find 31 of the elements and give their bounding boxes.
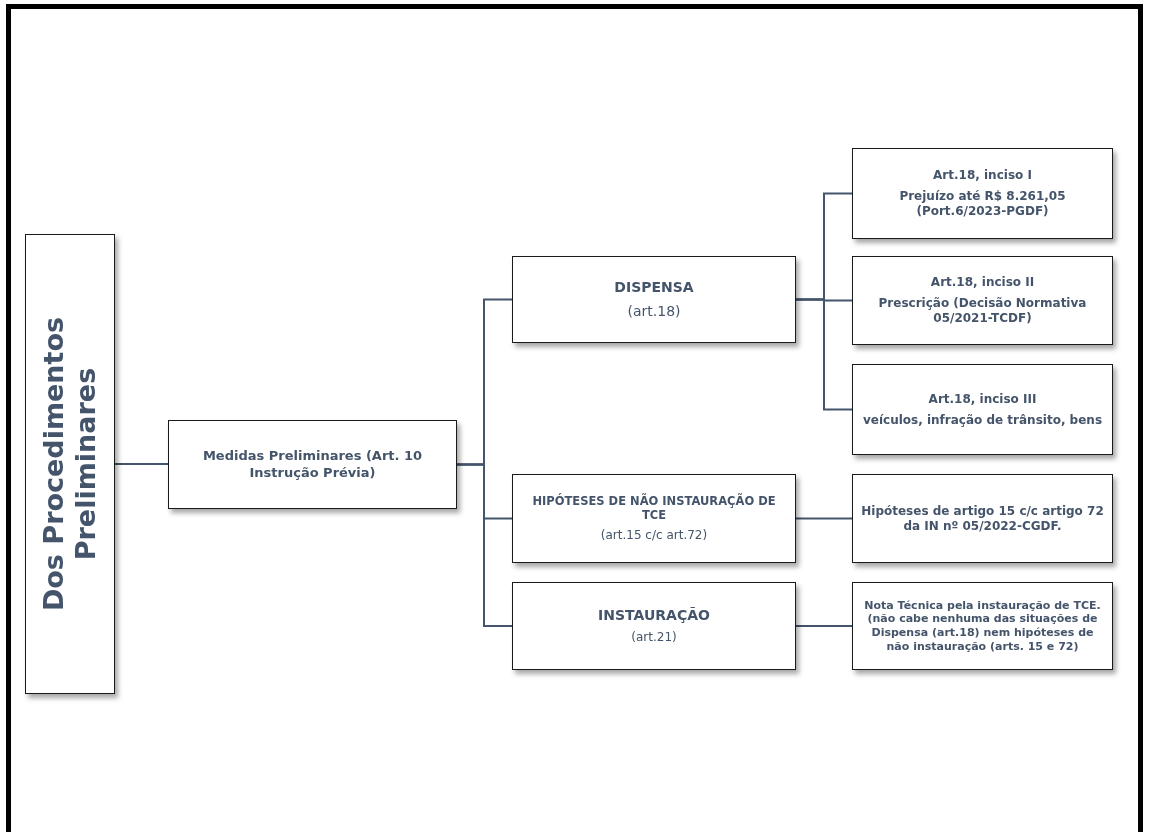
process-box	[512, 256, 796, 343]
process-box	[852, 474, 1113, 563]
box-title: Art.18, inciso II	[930, 275, 1035, 290]
box-subtitle: (art.21)	[631, 630, 677, 646]
box-title: Dos Procedimentos Preliminares	[37, 315, 102, 614]
box-title: Nota Técnica pela instauração de TCE. (não cabe nenhuma das situações de Dispensa (art.18) nem hipóteses de não instauração (arts. 15 e 72)	[863, 598, 1102, 654]
box-title: Medidas Preliminares (Art. 10 Instrução Prévia)	[201, 448, 424, 481]
box-subtitle: veículos, infração de trânsito, bens	[862, 412, 1103, 428]
process-box	[512, 582, 796, 670]
process-box	[852, 148, 1113, 239]
box-subtitle: Prejuízo até R$ 8.261,05 (Port.6/2023-PGDF)	[898, 189, 1067, 219]
box-title: INSTAURAÇÃO	[598, 606, 710, 625]
box-title: HIPÓTESES DE NÃO INSTAURAÇÃO DE TCE	[531, 493, 777, 523]
box-title: Art.18, inciso I	[933, 168, 1032, 183]
connector-line	[114, 463, 169, 466]
process-box	[512, 474, 796, 563]
process-box	[852, 582, 1113, 670]
process-box	[168, 420, 457, 509]
box-subtitle: Prescrição (Decisão Normativa 05/2021-TCDF)	[877, 296, 1088, 326]
process-box	[25, 234, 115, 694]
box-title: Art.18, inciso III	[928, 391, 1037, 407]
connector-line	[795, 517, 853, 520]
connector-line	[456, 463, 513, 627]
connector-line	[795, 298, 853, 411]
box-title: DISPENSA	[614, 279, 694, 297]
process-box	[852, 256, 1113, 345]
connector-line	[795, 625, 853, 627]
box-subtitle: (art.15 c/c art.72)	[600, 528, 708, 544]
box-title: Hipóteses de artigo 15 c/c artigo 72 da IN nº 05/2022-CGDF.	[860, 503, 1105, 534]
process-box	[852, 364, 1113, 455]
box-subtitle: (art.18)	[627, 302, 681, 320]
